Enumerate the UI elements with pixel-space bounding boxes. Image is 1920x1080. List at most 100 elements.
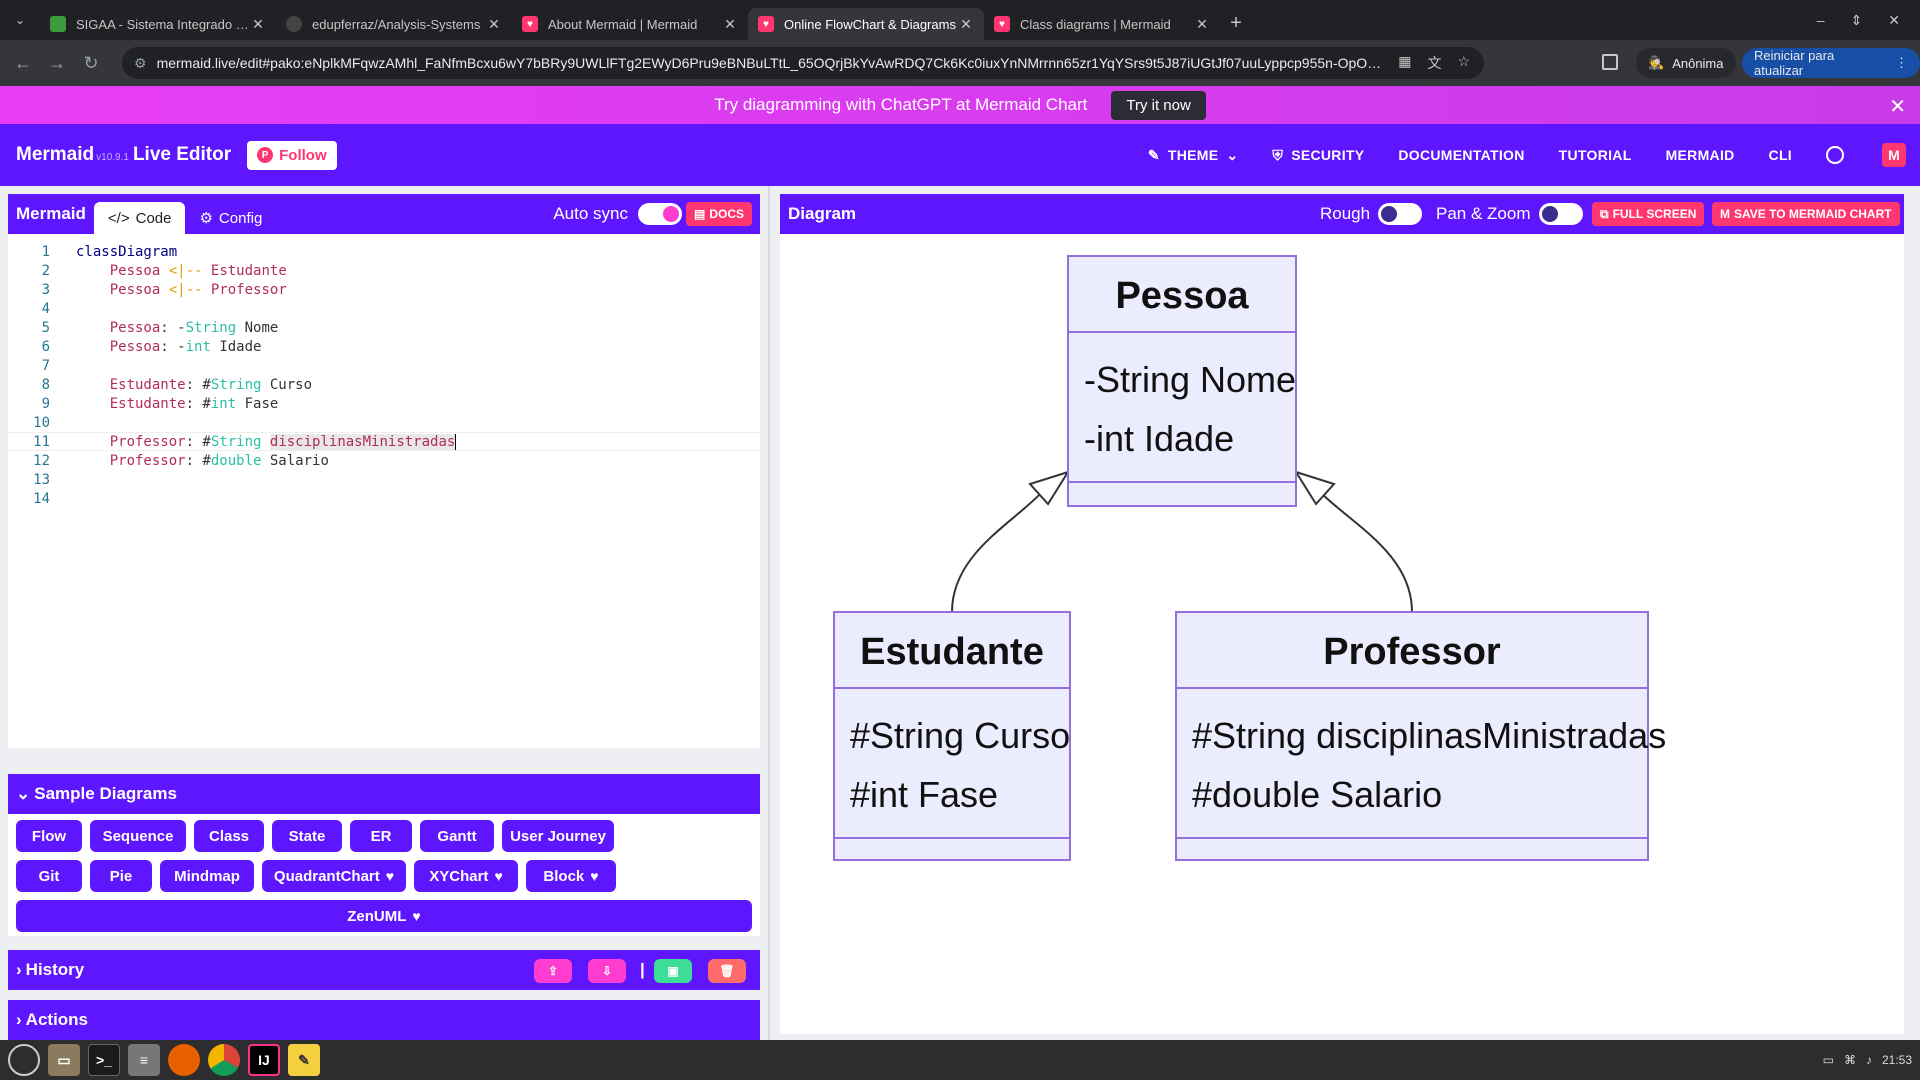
chevron-right-icon: › xyxy=(16,960,22,979)
close-tab-icon[interactable]: ✕ xyxy=(252,15,264,32)
editor-line[interactable]: 13 xyxy=(8,470,760,489)
mermaid-chart-icon[interactable]: M xyxy=(1882,143,1906,167)
incognito-indicator[interactable]: 🕵 Anônima xyxy=(1636,48,1736,78)
editor-line[interactable]: 4 xyxy=(8,299,760,318)
minimize-icon[interactable]: – xyxy=(1816,12,1825,28)
editor-line[interactable]: 12 Professor: #double Salario xyxy=(8,451,760,470)
pane-resize-handle[interactable] xyxy=(768,186,770,1040)
sample-pie-button[interactable]: Pie xyxy=(90,860,152,892)
save-icon[interactable]: ▣ xyxy=(654,959,692,983)
upload-icon[interactable]: ⇪ xyxy=(534,959,572,983)
close-tab-icon[interactable]: ✕ xyxy=(960,15,972,32)
try-it-now-button[interactable]: Try it now xyxy=(1111,90,1206,120)
close-window-icon[interactable]: ✕ xyxy=(1888,11,1900,28)
sample-flow-button[interactable]: Flow xyxy=(16,820,82,852)
browser-tab-class-diagrams[interactable]: ♥ Class diagrams | Mermaid ✕ xyxy=(984,8,1220,40)
line-code: Professor: #double Salario xyxy=(109,452,329,469)
restore-icon[interactable]: ⇕ xyxy=(1850,11,1863,28)
nav-tutorial[interactable]: TUTORIAL xyxy=(1558,147,1632,163)
reload-icon[interactable]: ↻ xyxy=(83,52,99,73)
sample-state-button[interactable]: State xyxy=(272,820,342,852)
side-panel-icon[interactable] xyxy=(1602,54,1618,70)
editor-line[interactable]: 7 xyxy=(8,356,760,375)
docs-button[interactable]: ▤ DOCS xyxy=(685,202,752,226)
notes-icon[interactable]: ✎ xyxy=(288,1044,320,1076)
intellij-icon[interactable]: IJ xyxy=(248,1044,280,1076)
new-tab-icon[interactable]: + xyxy=(1230,11,1242,34)
browser-tab-about-mermaid[interactable]: ♥ About Mermaid | Mermaid ✕ xyxy=(512,8,748,40)
sample-sequence-button[interactable]: Sequence xyxy=(90,820,186,852)
site-info-icon[interactable]: ⚙ xyxy=(134,54,147,71)
update-button[interactable]: Reiniciar para atualizar ⋮ xyxy=(1742,48,1920,78)
forward-icon[interactable]: → xyxy=(48,52,66,73)
editor-line[interactable]: 6 Pessoa: -int Idade xyxy=(8,337,760,356)
firefox-icon[interactable] xyxy=(168,1044,200,1076)
follow-button[interactable]: P Follow xyxy=(247,140,337,170)
clock[interactable]: 21:53 xyxy=(1881,1053,1912,1067)
full-screen-button[interactable]: ⧉ FULL SCREEN xyxy=(1592,202,1705,226)
sample-block-button[interactable]: Block♥ xyxy=(526,860,616,892)
close-tab-icon[interactable]: ✕ xyxy=(1196,15,1208,32)
editor-line[interactable]: 14 xyxy=(8,489,760,508)
volume-icon[interactable]: ♪ xyxy=(1865,1053,1872,1067)
save-to-mermaid-chart-button[interactable]: M SAVE TO MERMAID CHART xyxy=(1712,202,1900,226)
close-promo-icon[interactable]: ✕ xyxy=(1889,96,1906,118)
text-editor-icon[interactable]: ≡ xyxy=(128,1044,160,1076)
nav-mermaid[interactable]: MERMAID xyxy=(1665,147,1735,163)
rough-toggle[interactable] xyxy=(1378,203,1423,225)
download-icon[interactable]: ⇩ xyxy=(588,959,626,983)
nav-theme[interactable]: ✎ THEME ⌄ xyxy=(1148,147,1239,164)
editor-line[interactable]: 10 xyxy=(8,413,760,432)
tab-config[interactable]: ⚙ Config xyxy=(185,202,276,234)
github-icon[interactable] xyxy=(1826,146,1844,164)
history-panel-header[interactable]: › History ⇪ ⇩ | ▣ 🗑 xyxy=(8,950,760,990)
qr-code-icon[interactable]: ▦ xyxy=(1398,53,1412,69)
actions-panel-header[interactable]: › Actions xyxy=(8,1000,760,1040)
sample-zenuml-button[interactable]: ZenUML♥ xyxy=(16,900,752,932)
editor-line[interactable]: 8 Estudante: #String Curso xyxy=(8,375,760,394)
chrome-icon[interactable] xyxy=(208,1044,240,1076)
auto-sync-toggle[interactable] xyxy=(638,203,682,225)
kebab-menu-icon[interactable]: ⋮ xyxy=(1895,55,1908,70)
nav-documentation[interactable]: DOCUMENTATION xyxy=(1398,147,1525,163)
tab-search-icon[interactable]: ⌄ xyxy=(14,13,26,27)
back-icon[interactable]: ← xyxy=(14,52,32,73)
nav-security[interactable]: ⛨ SECURITY xyxy=(1272,147,1364,164)
terminal-icon[interactable]: >_ xyxy=(88,1044,120,1076)
sample-git-button[interactable]: Git xyxy=(16,860,82,892)
sample-gantt-button[interactable]: Gantt xyxy=(420,820,494,852)
network-icon[interactable]: ⌘ xyxy=(1843,1053,1856,1067)
browser-tab-sigaa[interactable]: SIGAA - Sistema Integrado de ✕ xyxy=(40,8,276,40)
sample-quadrantchart-button[interactable]: QuadrantChart♥ xyxy=(262,860,406,892)
translate-icon[interactable]: 文 xyxy=(1427,55,1442,71)
close-tab-icon[interactable]: ✕ xyxy=(488,15,500,32)
editor-line[interactable]: 2 Pessoa <|-- Estudante xyxy=(8,261,760,280)
sample-diagrams-header[interactable]: ⌄ Sample Diagrams xyxy=(8,774,760,814)
app-menu-icon[interactable] xyxy=(8,1044,40,1076)
editor-line[interactable]: 3 Pessoa <|-- Professor xyxy=(8,280,760,299)
editor-line[interactable]: 9 Estudante: #int Fase xyxy=(8,394,760,413)
url-input[interactable]: ⚙ mermaid.live/edit#pako:eNplkMFqwzAMhl_… xyxy=(122,47,1484,79)
brand[interactable]: Mermaid v10.9.1 Live Editor xyxy=(16,144,231,166)
files-icon[interactable]: ▭ xyxy=(48,1044,80,1076)
display-icon[interactable]: ▭ xyxy=(1822,1053,1834,1067)
trash-icon[interactable]: 🗑 xyxy=(708,959,746,983)
browser-tab-online-flowchart[interactable]: ♥ Online FlowChart & Diagrams ✕ xyxy=(748,8,984,40)
editor-line[interactable]: 11 Professor: #String disciplinasMinistr… xyxy=(8,432,760,451)
tab-code[interactable]: </> Code xyxy=(93,202,186,234)
close-tab-icon[interactable]: ✕ xyxy=(724,15,736,32)
sample-user-journey-button[interactable]: User Journey xyxy=(502,820,614,852)
sample-class-button[interactable]: Class xyxy=(194,820,264,852)
sample-er-button[interactable]: ER xyxy=(350,820,412,852)
sample-mindmap-button[interactable]: Mindmap xyxy=(160,860,254,892)
patreon-icon: P xyxy=(257,147,274,163)
nav-cli[interactable]: CLI xyxy=(1768,147,1792,163)
bookmark-star-icon[interactable]: ☆ xyxy=(1457,53,1470,69)
pan-zoom-toggle[interactable] xyxy=(1538,203,1583,225)
sample-xychart-button[interactable]: XYChart♥ xyxy=(414,860,518,892)
browser-tab-github[interactable]: edupferraz/Analysis-Systems ✕ xyxy=(276,8,512,40)
editor-line[interactable]: 5 Pessoa: -String Nome xyxy=(8,318,760,337)
